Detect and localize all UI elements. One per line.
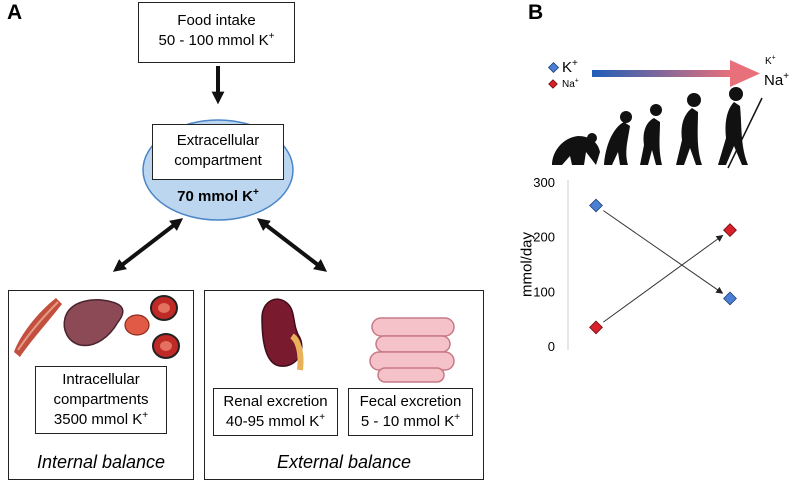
extracellular-amount: 70 mmol K+ <box>177 187 259 206</box>
legend-na-diamond <box>548 79 558 89</box>
muscle-icon <box>14 298 62 357</box>
fecal-amount: 5 - 10 mmol K+ <box>360 412 461 431</box>
legend-k-label: K+ <box>562 58 578 77</box>
intracellular-line1: Intracellular <box>62 371 140 388</box>
series-arrow-na <box>602 234 724 323</box>
evolution-arrow-shaft <box>592 70 732 77</box>
panel-a-letter: A <box>7 1 23 24</box>
extracellular-box: Extracellular compartment <box>152 124 284 180</box>
y-tick-label: 300 <box>533 175 555 190</box>
panel-b-letter: B <box>528 1 544 24</box>
food-intake-amount: 50 - 100 mmol K+ <box>158 31 275 50</box>
renal-amount: 40-95 mmol K+ <box>225 412 326 431</box>
food-intake-box: Food intake 50 - 100 mmol K+ <box>138 2 295 63</box>
data-point-na <box>723 223 737 238</box>
legend-na-label: Na+ <box>562 77 579 90</box>
internal-balance-label: Internal balance <box>36 452 166 472</box>
external-balance-panel <box>204 290 484 480</box>
renal-excretion-box: Renal excretion 40-95 mmol K+ <box>213 388 338 436</box>
fecal-excretion-box: Fecal excretion 5 - 10 mmol K+ <box>348 388 473 436</box>
intracellular-box: Intracellular compartments 3500 mmol K+ <box>35 366 167 434</box>
extracellular-title: Extracellular <box>176 132 260 149</box>
extracellular-subtitle: compartment <box>174 152 262 169</box>
internal-balance-panel <box>8 290 194 480</box>
data-point-na <box>589 320 603 335</box>
renal-line1: Renal excretion <box>223 393 328 410</box>
y-axis-label: mmol/day <box>518 231 536 298</box>
liver-icon <box>63 299 124 347</box>
data-point-k <box>589 198 603 213</box>
y-tick-label: 200 <box>533 230 555 245</box>
external-exchange-arrow <box>256 218 328 272</box>
human-evolution-icon <box>552 87 763 169</box>
arrow-end-k-label: K+ <box>765 54 776 67</box>
fecal-line1: Fecal excretion <box>359 393 462 410</box>
red-blood-cells-icon <box>124 295 180 359</box>
intracellular-amount: 3500 mmol K+ <box>53 410 149 429</box>
intestine-icon <box>369 317 455 383</box>
intracellular-line2: compartments <box>53 391 149 408</box>
series-arrow-k <box>603 210 724 294</box>
evolution-arrow-head <box>730 60 760 87</box>
y-tick-label: 0 <box>548 339 555 354</box>
external-balance-label: External balance <box>276 452 412 472</box>
kidney-icon <box>261 298 304 371</box>
internal-exchange-arrow <box>112 218 184 272</box>
food-intake-title: Food intake <box>177 12 256 29</box>
arrow-end-na-label: Na+ <box>764 71 790 90</box>
legend-k-diamond <box>547 61 560 74</box>
data-point-k <box>723 291 737 306</box>
y-tick-label: 100 <box>533 284 555 299</box>
